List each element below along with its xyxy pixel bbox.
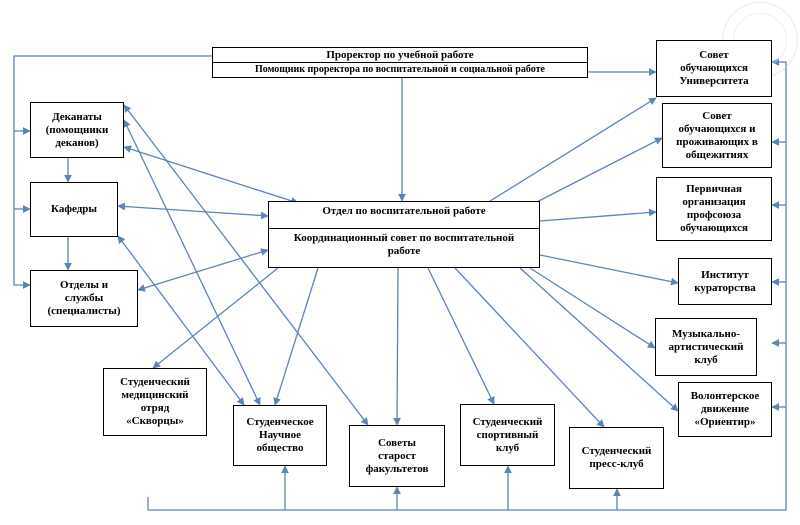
dorm-council-line-4: общежитиях — [685, 148, 749, 161]
dorm-council-line-2: обучающихся и — [678, 122, 756, 135]
union-line-4: обучающихся — [680, 222, 748, 234]
dorm-council-line-1: Совет — [702, 109, 732, 122]
press-box: Студенческий пресс-клуб — [569, 427, 664, 489]
center-offices — [137, 248, 269, 292]
sport-box: Студенческий спортивный клуб — [460, 404, 555, 466]
union-line-3: профсоюза — [686, 209, 742, 221]
center-volunteer — [519, 267, 679, 412]
center-line-2: Координационный совет по воспитательной — [293, 232, 515, 244]
science-box: Студенческое Научное общество — [233, 405, 327, 466]
music-club-line-3: клуб — [694, 353, 718, 366]
medical-line-1: Студенческий — [120, 376, 190, 388]
science-line-2: Научное — [259, 429, 301, 441]
prorector-assistant: Помощник проректора по воспитательной и … — [255, 64, 545, 75]
center-sport — [427, 267, 495, 405]
student-council-line-1: Совет — [699, 49, 729, 61]
prorector-title: Проректор по учебной работе — [213, 49, 587, 63]
elders-line-1: Советы — [378, 436, 416, 449]
center-council — [489, 97, 657, 202]
science-line-1: Студенческое — [246, 416, 314, 428]
center-line-1: Отдел по воспитательной работе — [269, 202, 539, 229]
elders-line-3: факультетов — [365, 462, 429, 475]
bus-left — [13, 55, 212, 289]
deans-line-1: Деканаты — [52, 110, 102, 123]
medical-box: Студенческий медицинский отряд «Скворцы» — [103, 368, 207, 436]
union-line-1: Первичная — [686, 183, 742, 195]
student-council-box: Совет обучающихся Университета — [656, 40, 772, 97]
dorm-council-box: Совет обучающихся и проживающих в общежи… — [662, 103, 772, 168]
volunteer-line-1: Волонтерское — [690, 390, 760, 402]
medical-line-4: «Скворцы» — [126, 415, 184, 427]
departments-science — [117, 235, 245, 406]
elders-box: Советы старост факультетов — [349, 425, 445, 487]
center-union — [539, 208, 657, 222]
union-line-2: организация — [682, 196, 746, 208]
student-council-line-3: Университета — [679, 75, 749, 87]
offices-line-2: службы — [64, 292, 104, 304]
departments-line-1: Кафедры — [51, 203, 97, 215]
center-dorm — [524, 137, 663, 209]
sport-line-1: Студенческий — [472, 415, 543, 428]
student-council-line-2: обучающихся — [680, 62, 748, 74]
press-line-2: пресс-клуб — [589, 458, 644, 470]
offices-box: Отделы и службы (специалисты) — [30, 270, 138, 327]
center-box: Отдел по воспитательной работе Координац… — [268, 201, 540, 268]
deans-science — [123, 119, 261, 406]
center-curators — [539, 254, 679, 286]
union-box: Первичная организация профсоюза обучающи… — [656, 177, 772, 241]
elders-line-2: старост — [378, 449, 416, 462]
dorm-council-line-3: проживающих в — [676, 135, 758, 148]
center-line-3: работе — [387, 245, 421, 257]
music-club-line-1: Музыкально- — [671, 327, 740, 340]
sport-line-2: спортивный — [476, 428, 539, 441]
science-line-3: общество — [256, 442, 304, 454]
press-line-1: Студенческий — [581, 445, 652, 457]
center-science — [273, 267, 319, 406]
volunteer-line-2: движение — [700, 403, 750, 415]
deans-elders — [123, 104, 369, 426]
center-press — [454, 267, 605, 428]
curators-box: Институт кураторства — [678, 258, 772, 305]
offices-line-1: Отделы и — [59, 279, 109, 291]
music-club-line-2: артистический — [668, 340, 744, 353]
volunteer-line-3: «Ориентир» — [694, 416, 756, 428]
medical-line-2: медицинский — [121, 389, 189, 401]
curators-line-2: кураторства — [694, 281, 756, 294]
departments-box: Кафедры — [30, 182, 118, 237]
medical-line-3: отряд — [140, 402, 170, 414]
center-departments — [117, 202, 269, 220]
deans-line-3: деканов) — [55, 136, 99, 149]
prorector-box: Проректор по учебной работе Помощник про… — [212, 47, 588, 78]
volunteer-box: Волонтерское движение «Ориентир» — [678, 382, 772, 437]
deans-line-2: (помощники — [45, 123, 109, 136]
music-club-box: Музыкально- артистический клуб — [655, 318, 757, 376]
center-elders — [393, 267, 401, 426]
offices-line-3: (специалисты) — [47, 305, 121, 317]
sport-line-3: клуб — [495, 441, 520, 454]
deans-box: Деканаты (помощники деканов) — [30, 102, 124, 158]
curators-line-1: Институт — [701, 268, 749, 281]
center-music — [529, 267, 656, 349]
